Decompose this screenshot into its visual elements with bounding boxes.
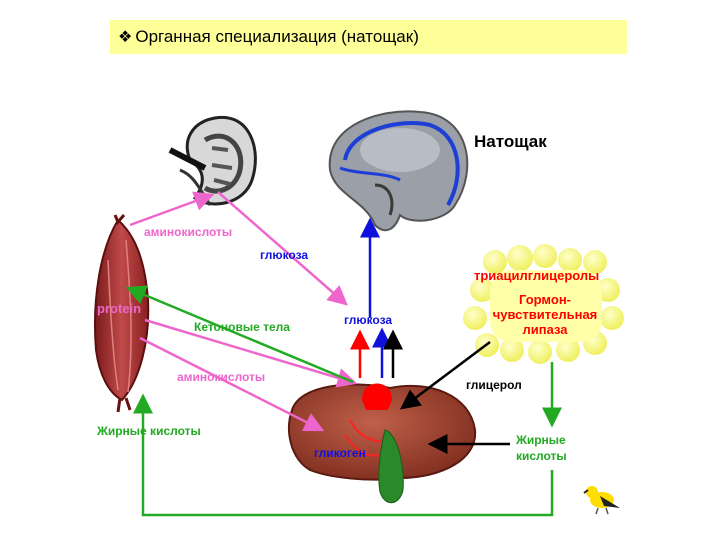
label-tag: триацилглицеролы	[474, 268, 599, 283]
label-amino-top: аминокислоты	[144, 225, 232, 239]
brain-icon	[330, 111, 468, 230]
arrow-ketones-to-muscle	[128, 288, 353, 382]
kidney-icon	[170, 117, 255, 205]
arrow-amino-to-kidney	[130, 195, 212, 225]
label-hsl: Гормон- чувствительная липаза	[486, 292, 604, 337]
arrow-amino-liver-2	[140, 338, 322, 430]
label-glycogen: гликоген	[314, 446, 366, 460]
label-glucose-mid: глюкоза	[344, 313, 392, 327]
label-fatty-left: Жирные кислоты	[97, 424, 201, 438]
label-fatty-right: Жирные кислоты	[516, 432, 567, 464]
label-glucose-top: глюкоза	[260, 248, 308, 262]
label-protein: protein	[97, 301, 141, 316]
bird-icon	[584, 486, 620, 514]
fasting-label: Натощак	[474, 132, 547, 151]
label-amino-bottom: аминокислоты	[177, 370, 265, 384]
label-ketone: Кетоновые тела	[194, 320, 290, 334]
label-glycerol: глицерол	[466, 378, 522, 392]
